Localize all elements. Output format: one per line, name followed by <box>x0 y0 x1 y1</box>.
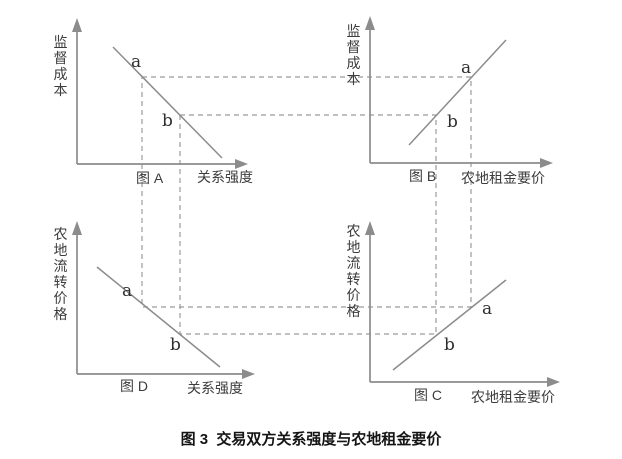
graph-d-curve <box>96 266 221 368</box>
graph-a-y-arrow-icon <box>72 18 82 32</box>
graph-c-point-b-label: b <box>444 335 455 355</box>
graph-a-title: 图 A <box>136 170 164 186</box>
graph-d-axes <box>72 221 255 379</box>
graph-b-axes <box>365 16 553 168</box>
graph-c-x-axis-label: 农地租金要价 <box>471 389 555 405</box>
graph-a-axes <box>72 18 248 169</box>
graph-d-title: 图 D <box>120 378 148 394</box>
graph-b-x-axis-label: 农地租金要价 <box>461 170 545 186</box>
graph-a-curve <box>112 46 223 159</box>
graph-c-axes <box>365 221 560 387</box>
graph-c-x-arrow-icon <box>547 377 560 387</box>
graph-d-x-axis-label: 关系强度 <box>187 380 243 396</box>
graph-c-y-axis-label: 农地流转价格 <box>346 223 361 319</box>
graph-a-point-b-label: b <box>162 111 173 131</box>
graph-a-x-axis-label: 关系强度 <box>197 169 253 185</box>
graph-b-point-a-label: a <box>461 58 472 78</box>
graph-c-curve <box>392 279 507 371</box>
dashed-connector-b <box>179 114 437 335</box>
graph-d-y-axis-label: 农地流转价格 <box>53 226 68 322</box>
graph-c-y-arrow-icon <box>365 221 375 235</box>
graph-b-title: 图 B <box>409 168 437 184</box>
graph-d-point-a-label: a <box>122 281 133 301</box>
graph-b-y-arrow-icon <box>365 16 375 30</box>
graph-a-y-axis-label: 监督成本 <box>53 34 68 98</box>
graph-d-y-arrow-icon <box>72 221 82 235</box>
graph-b-x-arrow-icon <box>540 158 553 168</box>
graph-b-curve <box>408 39 507 146</box>
graph-d-point-b-label: b <box>170 335 181 355</box>
graph-c-point-a-label: a <box>482 299 493 319</box>
graph-c-title: 图 C <box>414 387 442 403</box>
graph-b-y-axis-label: 监督成本 <box>346 23 361 87</box>
graph-b-point-b-label: b <box>447 112 458 132</box>
dashed-connector-a <box>141 76 472 308</box>
graph-d-x-arrow-icon <box>242 369 255 379</box>
graph-a-point-a-label: a <box>131 52 142 72</box>
figure-caption: 图 3 交易双方关系强度与农地租金要价 <box>180 431 442 448</box>
graph-a-x-arrow-icon <box>235 159 248 169</box>
